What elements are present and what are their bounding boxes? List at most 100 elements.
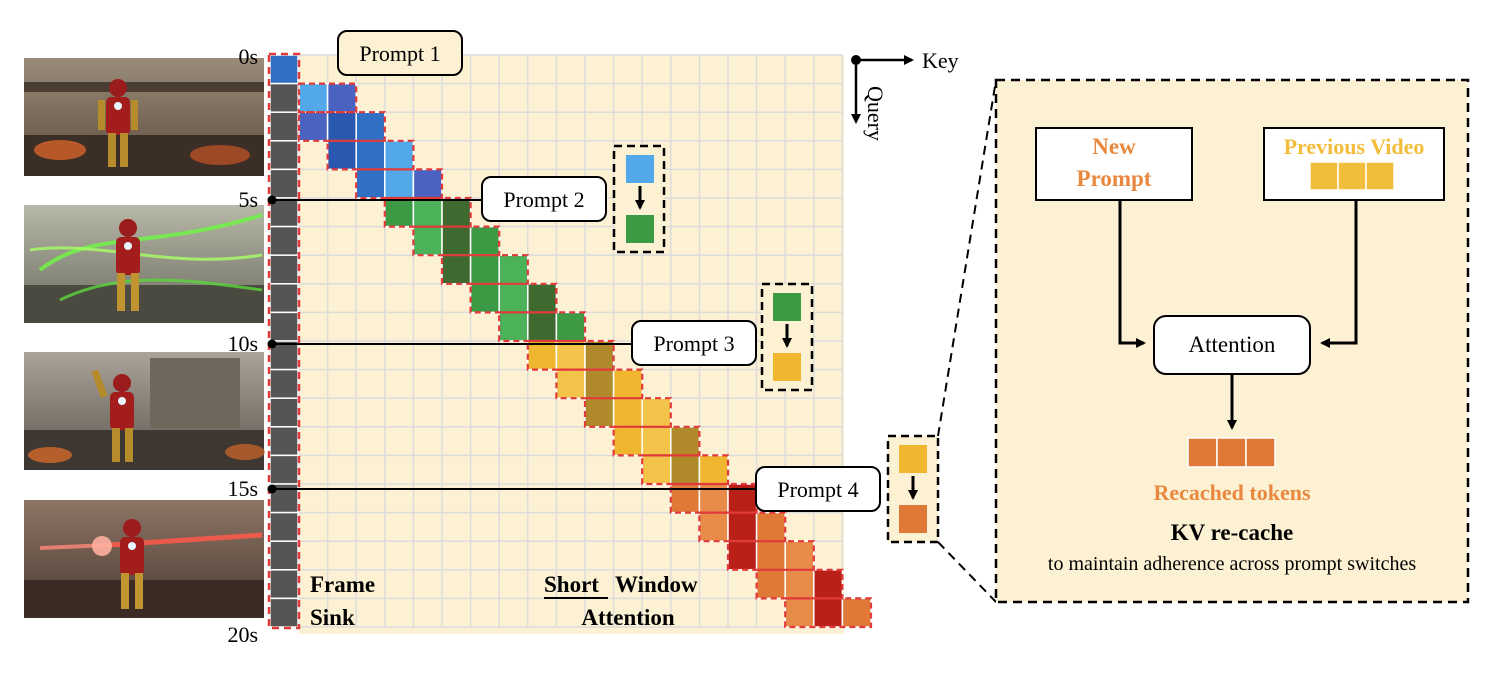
frame-sink-column — [267, 52, 301, 630]
window-label: Window — [615, 572, 698, 597]
transition-box-2 — [760, 282, 814, 392]
sink-cell — [269, 140, 299, 171]
sink-cell — [269, 283, 299, 314]
sink-cell — [269, 111, 299, 142]
window-cell — [498, 283, 529, 314]
window-cell — [469, 225, 500, 256]
window-attention-outlines — [297, 82, 873, 629]
window-cell — [698, 511, 729, 542]
panel-arrows — [1118, 200, 1358, 430]
previous-video-label: Previous Video — [1284, 134, 1425, 159]
sink-cell — [269, 597, 299, 628]
window-cell — [527, 283, 558, 314]
window-cell — [755, 511, 786, 542]
window-cell — [498, 311, 529, 342]
window-row-dashed-outline — [297, 82, 358, 114]
time-label-5s: 5s — [238, 187, 258, 212]
window-cell — [813, 569, 844, 600]
short-label: Short — [544, 572, 599, 597]
thumbnails — [24, 58, 265, 618]
prompt-marker-lines — [267, 195, 756, 494]
window-cell — [355, 168, 386, 199]
window-cell — [412, 225, 443, 256]
new-prompt-box: New Prompt — [1035, 127, 1193, 201]
window-cell — [441, 197, 472, 228]
window-cell — [641, 426, 672, 457]
attention-grid — [267, 52, 873, 634]
window-cell — [784, 540, 815, 571]
frame-label: Frame — [310, 572, 375, 597]
window-cell — [784, 569, 815, 600]
window-row-dashed-outline — [297, 111, 386, 142]
window-cell — [384, 140, 415, 171]
window-row-dashed-outline — [412, 225, 501, 257]
iron-man-standing-thumbnail — [24, 58, 264, 176]
window-cell — [555, 340, 586, 371]
window-cell — [326, 111, 357, 142]
sink-cell — [269, 168, 299, 199]
window-row-dashed-outline — [641, 454, 730, 486]
window-cell — [298, 111, 329, 142]
time-labels: 0s 5s 10s 15s 20s — [227, 44, 258, 647]
window-cell — [584, 397, 615, 428]
prompt-1-label: Prompt 1 — [359, 41, 440, 66]
window-cell — [384, 197, 415, 228]
window-cell — [612, 426, 643, 457]
window-cell — [841, 597, 872, 628]
sink-cell — [269, 225, 299, 256]
window-row-dashed-outline — [526, 339, 615, 371]
window-cell — [498, 254, 529, 285]
prompt-3-label: Prompt 3 — [653, 331, 734, 356]
window-cell — [298, 82, 329, 113]
window-cell — [727, 540, 758, 571]
window-cell — [469, 283, 500, 314]
window-cell — [527, 340, 558, 371]
attention-box-label: Attention — [1189, 332, 1276, 357]
sink-cell — [269, 368, 299, 399]
transition-box-1 — [612, 144, 666, 254]
window-cell — [412, 197, 443, 228]
window-cell — [813, 597, 844, 628]
window-cell — [441, 225, 472, 256]
window-row-dashed-outline — [698, 511, 787, 543]
window-row-dashed-outline — [326, 139, 415, 171]
sink-cell — [269, 511, 299, 542]
sink-cell — [269, 54, 299, 85]
window-cell — [555, 311, 586, 342]
iron-man-waving-thumbnail — [24, 352, 265, 470]
zoom-connectors — [937, 79, 997, 603]
attention-box: Attention — [1153, 315, 1311, 375]
window-row-dashed-outline — [383, 196, 472, 228]
sink-cell — [269, 397, 299, 428]
window-cell — [584, 368, 615, 399]
window-cell — [612, 397, 643, 428]
sink-cell — [269, 82, 299, 113]
new-prompt-line-2: Prompt — [1077, 166, 1152, 191]
window-row-dashed-outline — [726, 540, 815, 571]
key-query-axis: Key Query — [851, 48, 959, 141]
transition-box-3 — [886, 434, 940, 544]
window-row-dashed-outline — [583, 397, 672, 428]
window-row-dashed-outline — [498, 311, 587, 343]
window-row-dashed-outline — [355, 168, 444, 200]
prompt-2-box: Prompt 2 — [481, 176, 607, 222]
sink-label: Sink — [310, 605, 355, 630]
new-prompt-line-1: New — [1092, 134, 1136, 159]
window-cell — [441, 254, 472, 285]
window-cell — [355, 111, 386, 142]
sink-dashed-outline — [267, 52, 301, 630]
frame-sink-label: Frame Sink — [310, 572, 375, 630]
sink-cell — [269, 426, 299, 457]
window-cell — [469, 254, 500, 285]
kv-recache-subtitle: to maintain adherence across prompt swit… — [1048, 553, 1416, 575]
time-label-15s: 15s — [227, 476, 258, 501]
window-cell — [641, 397, 672, 428]
sink-cell — [269, 254, 299, 285]
kv-recache-panel: New Prompt Previous Video Attention Reca… — [994, 78, 1470, 604]
previous-video-box: Previous Video — [1263, 127, 1445, 201]
window-cell — [555, 368, 586, 399]
query-label: Query — [863, 86, 888, 141]
recached-tokens: Recached tokens — [1153, 437, 1311, 505]
window-cell — [355, 140, 386, 171]
